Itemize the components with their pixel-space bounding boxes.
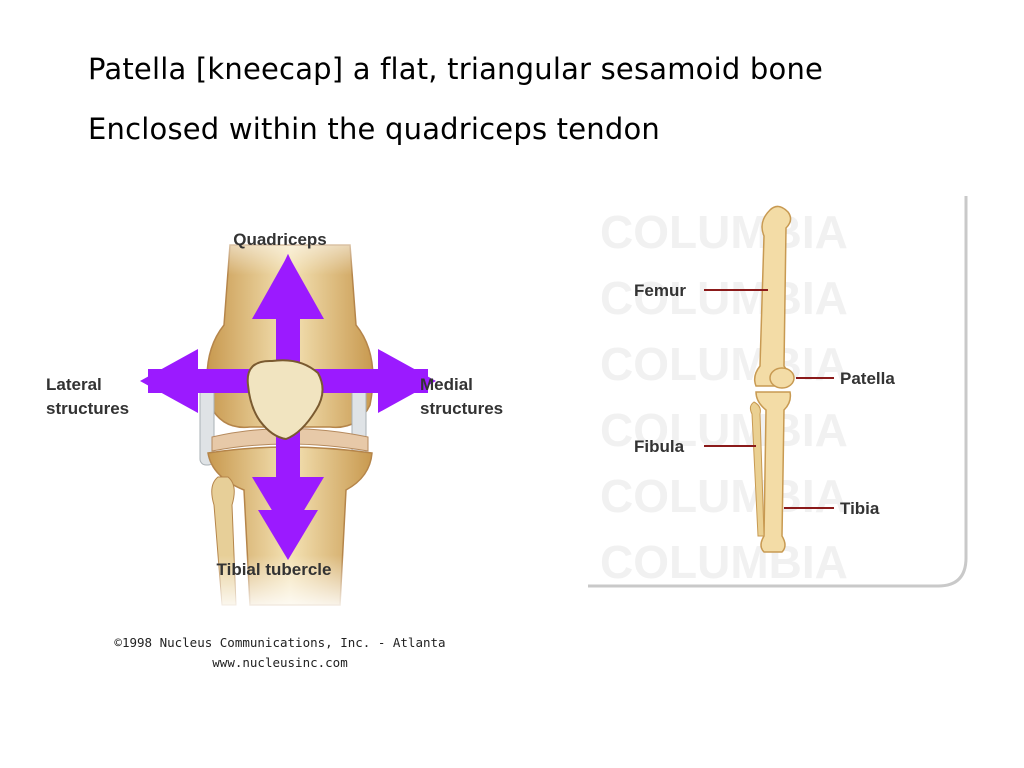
slide-line-1: Patella [kneecap] a flat, triangular ses… (88, 52, 824, 86)
label-tibial-tubercle: Tibial tubercle (217, 560, 332, 579)
watermark: COLUMBIA COLUMBIA COLUMBIA COLUMBIA COLU… (600, 206, 848, 588)
watermark-text: COLUMBIA (600, 338, 848, 390)
arrow-down-head (252, 477, 324, 537)
leg-panel (588, 196, 968, 588)
label-lateral-1: Lateral (46, 375, 102, 394)
label-fibula: Fibula (634, 437, 685, 456)
label-femur: Femur (634, 281, 686, 300)
label-quadriceps: Quadriceps (233, 230, 327, 249)
label-medial-2: structures (420, 399, 503, 418)
watermark-text: COLUMBIA (600, 470, 848, 522)
label-patella: Patella (840, 369, 895, 388)
leg-tibia (755, 391, 792, 553)
label-medial-1: Medial (420, 375, 473, 394)
label-tibia: Tibia (840, 499, 880, 518)
patella-shape (246, 359, 324, 441)
label-lateral-2: structures (46, 399, 129, 418)
credit-line-2: www.nucleusinc.com (212, 655, 348, 670)
watermark-text: COLUMBIA (600, 272, 848, 324)
leg-diagram: COLUMBIA COLUMBIA COLUMBIA COLUMBIA COLU… (588, 196, 968, 588)
knee-diagram: Quadriceps Lateral structures Medial str… (46, 215, 503, 615)
watermark-text: COLUMBIA (600, 206, 848, 258)
arrow-right (378, 349, 436, 413)
arrow-up-head (252, 255, 324, 319)
credit-line-1: ©1998 Nucleus Communications, Inc. - Atl… (114, 635, 446, 650)
watermark-text: COLUMBIA (600, 536, 848, 588)
leg-patella (769, 367, 795, 389)
watermark-text: COLUMBIA (600, 404, 848, 456)
leg-fibula (749, 401, 765, 537)
arrow-left (140, 349, 198, 413)
slide-line-2: Enclosed within the quadriceps tendon (88, 112, 661, 146)
